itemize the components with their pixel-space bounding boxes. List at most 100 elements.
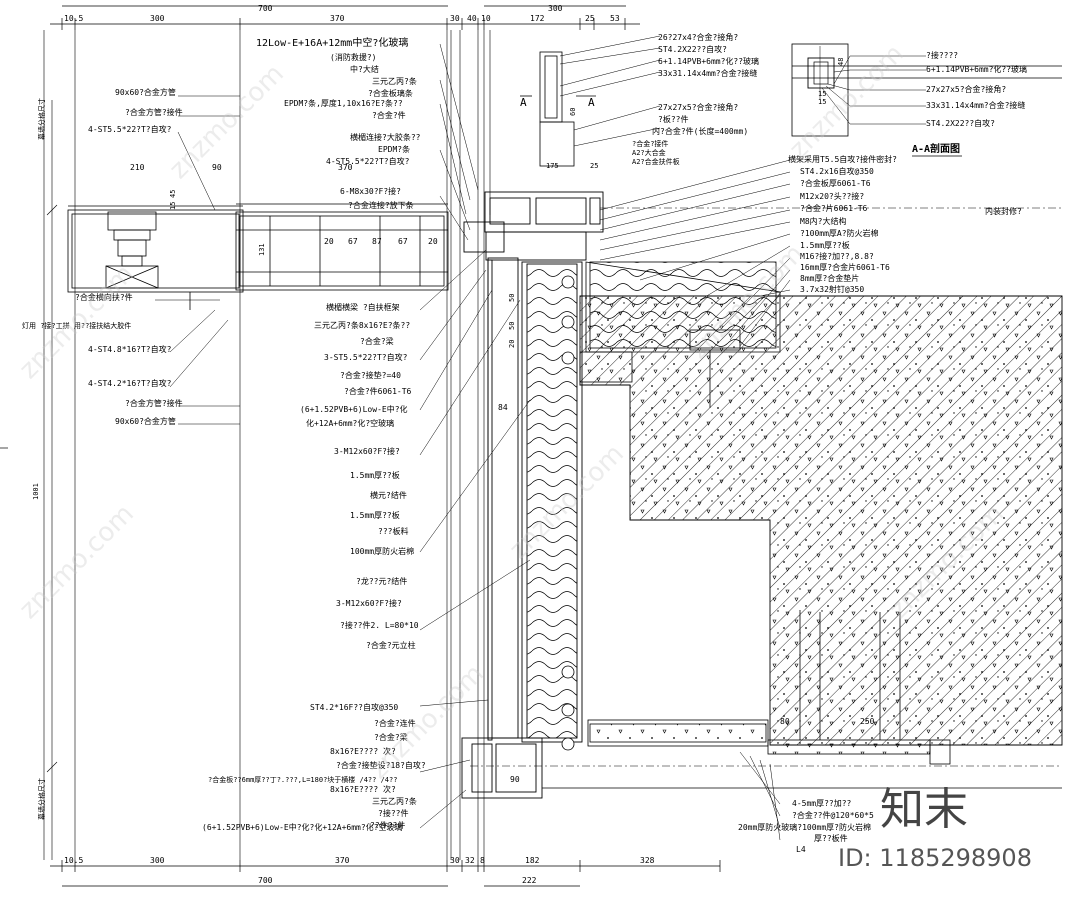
section-mark-a-right: A xyxy=(588,96,595,109)
tc-label-5: ?合金板璃条 xyxy=(368,88,413,98)
dim-top-f: 40 xyxy=(467,14,477,23)
left-label-3: 4-ST5.5*22?T?自攻? xyxy=(88,124,172,134)
tc-label-6: EPDM?条,厚度1,10x16?E?条?? xyxy=(284,98,403,108)
mid-label-22: 8x16?E???? 次? xyxy=(330,746,396,756)
mid-label-6: ?合金?件6061-T6 xyxy=(344,386,412,396)
rt-label-4: 33x31.14x4mm?合金?接缝 xyxy=(658,68,757,78)
dim-top-d: 370 xyxy=(330,14,345,23)
dim-250: 250 xyxy=(860,717,875,726)
mid-label-21: ?合金?梁 xyxy=(374,732,408,742)
dim-20b: 20 xyxy=(428,237,438,246)
rm-label-2: ST4.2x16自攻@350 xyxy=(800,166,874,176)
top-dimension-line xyxy=(50,5,640,30)
dim-bot-e: 32 xyxy=(465,856,475,865)
right-bottom-labels: 4-5mm厚??加?? ?合金??件@120*60*5 20mm厚防火玻璃?10… xyxy=(738,798,874,854)
dim-top-k: 53 xyxy=(610,14,620,23)
dim-60: 60 xyxy=(569,108,577,116)
mid-label-25: 8x16?E???? 次? xyxy=(330,784,396,794)
dim-bot-b: 300 xyxy=(150,856,165,865)
dim-87: 87 xyxy=(372,237,382,246)
mid-label-12: 1.5mm厚??板 xyxy=(350,510,400,520)
dim-210: 210 xyxy=(130,163,145,172)
mid-label-18: ?合金?元立柱 xyxy=(366,640,416,650)
inset-section-aa: 48 15 15 ?接???? 6+1.14PVB+6mm?化??玻璃 27x2… xyxy=(791,43,1062,157)
tc-label-8: 横楣连接?大胶条?? xyxy=(350,132,421,142)
left-vertical-label-2: 幕墙分格尺寸 xyxy=(37,778,46,820)
watermark-2: znzmo.com xyxy=(164,59,290,185)
dim-15: 15 xyxy=(169,202,177,210)
concrete-slab xyxy=(470,207,1063,767)
rt-label-5: 27x27x5?合金?接角? xyxy=(658,102,738,112)
dim-90: 90 xyxy=(212,163,222,172)
mid-label-14: 100mm厚防火岩棉 xyxy=(350,546,414,556)
dim-bot-i: 700 xyxy=(258,876,273,885)
dim-370b: 370 xyxy=(338,163,353,172)
mid-label-2: 三元乙丙?条8x16?E?条?? xyxy=(314,320,410,330)
mid-label-7: (6+1.52PVB+6)Low-E中?化 xyxy=(300,404,408,414)
left-label-5: 灯用 ?接?工拼 用??接扶结大胶件 xyxy=(22,321,131,330)
tc-label-12: ?合金连接?放下条 xyxy=(348,200,414,210)
inset-label-2: 6+1.14PVB+6mm?化??玻璃 xyxy=(926,64,1027,74)
left-label-1: 90x60?合金方管 xyxy=(115,87,176,97)
left-labels: 90x60?合金方管 ?合金方管?接件 4-ST5.5*22?T?自攻? ?合金… xyxy=(22,87,183,426)
dim-top-a: 10.5 xyxy=(64,14,83,23)
rt-label-7: 内?合金?件(长度=400mm) xyxy=(652,126,748,136)
mid-labels: 横楣横梁 ?自扶框架 三元乙丙?条8x16?E?条?? ?合金?梁 3-ST5.… xyxy=(202,302,426,832)
dim-bot-d: 30 xyxy=(450,856,460,865)
image-id: ID: 1185298908 xyxy=(838,844,1032,872)
mid-label-8: 化+12A+6mm?化?空玻璃 xyxy=(306,418,394,428)
mid-label-4: 3-ST5.5*22?T?自攻? xyxy=(324,352,408,362)
mid-label-19: ST4.2*16F??自攻@350 xyxy=(310,702,398,712)
dim-15c: 15 xyxy=(818,98,826,106)
rm-label-7: ?100mm厚A?防火岩棉 xyxy=(800,228,879,238)
dim-bot-a: 10.5 xyxy=(64,856,83,865)
dim-67b: 67 xyxy=(398,237,408,246)
fire-insulation-top xyxy=(579,261,781,408)
dim-50a: 50 xyxy=(508,294,516,302)
tc-label-7: ?合金?件 xyxy=(372,110,406,120)
watermark-6: znzmo.com xyxy=(784,39,910,165)
tc-label-2: (消防救援?) xyxy=(330,52,376,62)
rt-label-8: ?合金?接件 xyxy=(632,139,668,148)
rm-label-6: M8内?大结构 xyxy=(800,216,846,226)
inset-label-4: 33x31.14x4mm?合金?接缝 xyxy=(926,100,1025,110)
right-mid-labels: 横架采用T5.5自攻?接件密封? ST4.2x16自攻@350 ?合金板厚606… xyxy=(788,154,1022,294)
bolts xyxy=(561,275,575,751)
rm-label-12: 3.7x32射钉@350 xyxy=(800,284,864,294)
top-center-labels: 12Low-E+16A+12mm中空?化玻璃 (消防救援?) 中?大结 三元乙丙… xyxy=(256,36,421,210)
dim-top-i: 172 xyxy=(530,14,545,23)
rm-label-10: 16mm厚?合金片6061-T6 xyxy=(800,262,890,272)
bottom-fire-board xyxy=(542,612,1062,789)
inset-label-1: ?接???? xyxy=(926,50,958,60)
tc-label-1: 12Low-E+16A+12mm中空?化玻璃 xyxy=(256,36,408,49)
rm-label-3: ?合金板厚6061-T6 xyxy=(800,178,871,188)
inset-title: A-A剖面图 xyxy=(912,142,960,155)
left-vertical-label-1: 幕墙分格尺寸 xyxy=(37,98,46,140)
left-label-7: 4-ST4.2*16?T?自攻? xyxy=(88,378,172,388)
section-mark-a-left: A xyxy=(520,96,527,109)
dim-50b: 50 xyxy=(508,322,516,330)
rb-label-1: 4-5mm厚??加?? xyxy=(792,798,852,808)
rt-label-2: ST4.2X22??自攻? xyxy=(658,44,727,54)
rm-label-5: ?合金?片6061-T6 xyxy=(800,203,868,213)
section-detail-top xyxy=(520,51,596,167)
brand-logo: 知末 xyxy=(880,784,968,835)
rb-label-3: 20mm厚防火玻璃?100mm厚?防火岩棉 xyxy=(738,822,871,832)
tc-label-4: 三元乙丙?条 xyxy=(372,76,417,86)
dim-25: 25 xyxy=(590,162,598,170)
mid-label-16: 3-M12x60?F?接? xyxy=(336,598,402,608)
inset-label-3: 27x27x5?合金?接角? xyxy=(926,84,1006,94)
tc-label-11: 6-M8x30?F?接? xyxy=(340,186,401,196)
dim-20a: 20 xyxy=(324,237,334,246)
rt-label-1: 26?27x4?合金?接角? xyxy=(658,32,738,42)
left-vertical-dimension xyxy=(46,100,58,860)
dim-top-j: 25 xyxy=(585,14,595,23)
dim-bot-h: 328 xyxy=(640,856,655,865)
rb-label-5: L4 xyxy=(796,845,806,854)
dim-top-e: 30 xyxy=(450,14,460,23)
left-label-2: ?合金方管?接件 xyxy=(125,107,183,117)
mid-label-23: ?合金?接垫设?18?自攻? xyxy=(336,760,426,770)
dim-top-b: 300 xyxy=(150,14,165,23)
left-label-9: 90x60?合金方管 xyxy=(115,416,176,426)
